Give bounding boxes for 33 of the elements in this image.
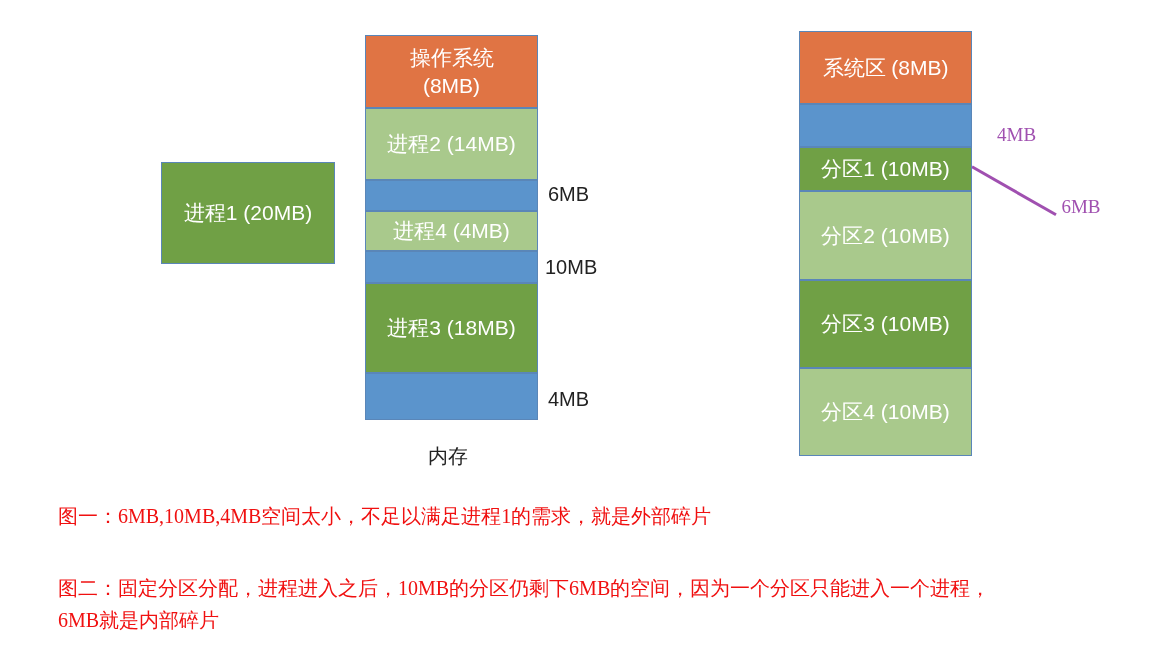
memory-block	[365, 108, 538, 180]
memory-block	[799, 147, 972, 191]
free-space-block	[365, 373, 538, 420]
memory-block	[365, 211, 538, 251]
free-space-block	[365, 251, 538, 283]
block-label: 进程3 (18MB)	[387, 315, 516, 342]
free-space-block	[365, 180, 538, 211]
memory-block	[799, 280, 972, 368]
size-label: 6MB	[548, 183, 590, 206]
note-text: 图一：6MB,10MB,4MB空间太小，不足以满足进程1的需求，就是外部碎片	[58, 504, 713, 529]
block-label: 分区1 (10MB)	[821, 156, 950, 183]
block-label: 进程4 (4MB)	[393, 218, 510, 245]
size-label: 4MB	[997, 124, 1037, 146]
memory-block	[365, 283, 538, 373]
block-label: 系统区 (8MB)	[822, 54, 949, 81]
block-label: 操作系统 (8MB)	[408, 45, 495, 99]
block-label: 分区3 (10MB)	[821, 311, 950, 338]
block-label: 6MB	[1061, 194, 1101, 219]
memory-block	[799, 191, 972, 280]
size-label: 10MB	[545, 256, 598, 279]
leader-line	[971, 165, 1057, 217]
free-space-block	[799, 104, 972, 147]
memory-block	[799, 368, 972, 456]
block-label: 进程2 (14MB)	[387, 131, 516, 158]
size-label: 4MB	[548, 388, 590, 411]
memory-block	[799, 31, 972, 104]
note-text: 图二：固定分区分配，进程进入之后，10MB的分区仍剩下6MB的空间，因为一个分区只能进入一个进程，6MB就是内部碎片	[58, 576, 992, 633]
memory-block	[161, 162, 335, 264]
memory-block	[365, 35, 538, 108]
block-label: 进程1 (20MB)	[183, 200, 313, 227]
block-label: 分区4 (10MB)	[821, 399, 950, 426]
caption: 内存	[428, 444, 469, 469]
block-label: 分区2 (10MB)	[821, 222, 950, 249]
